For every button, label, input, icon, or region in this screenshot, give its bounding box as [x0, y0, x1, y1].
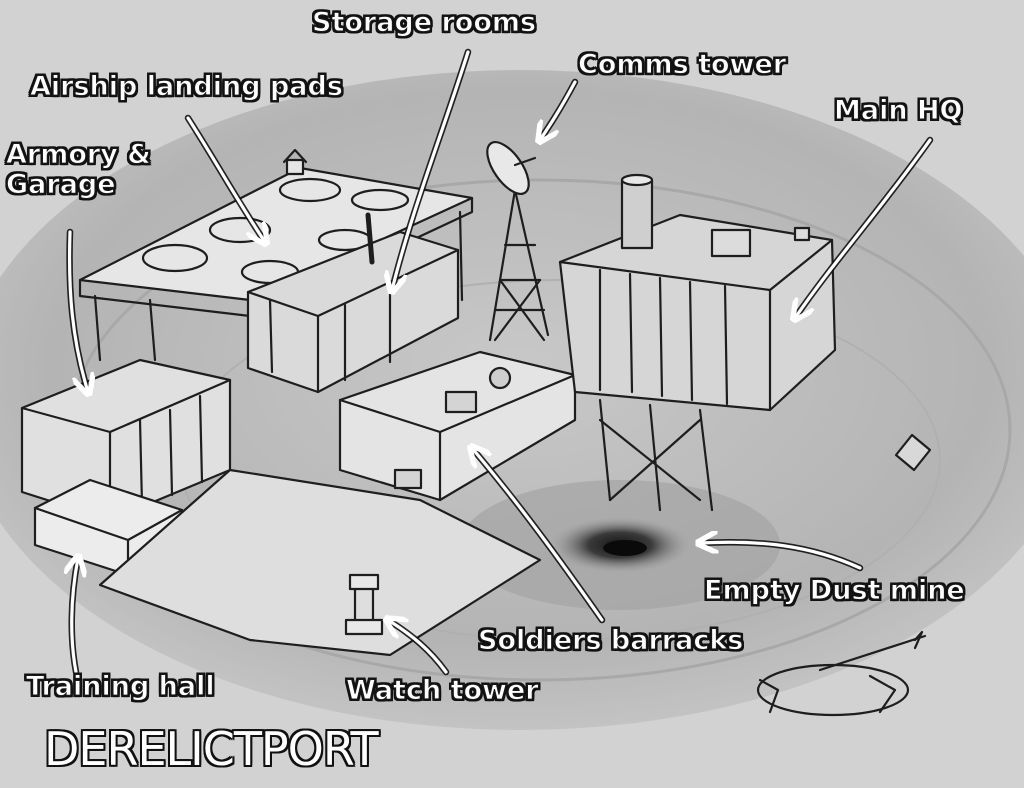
compass-rose — [756, 630, 927, 717]
label-storage-rooms: Storage rooms — [311, 7, 537, 38]
label-armory-line1: Armory & — [6, 139, 152, 170]
arrow-soldiers-barracks — [472, 448, 604, 622]
label-main-hq: Main HQ — [834, 95, 964, 126]
arrow-training-hall — [72, 558, 78, 674]
small-hut — [894, 433, 932, 472]
label-armory-garage: Armory & Garage — [6, 139, 186, 200]
arrow-armory-garage — [67, 230, 88, 392]
dust-mine-crater — [460, 480, 780, 610]
label-watch-tower: Watch tower — [346, 675, 540, 706]
arrow-main-hq — [795, 138, 932, 318]
label-armory-line2: Garage — [6, 169, 117, 200]
arrow-empty-dust-mine — [700, 542, 862, 570]
map-title: DERELICTPORT — [44, 722, 379, 776]
label-soldiers-barracks: Soldiers barracks — [477, 625, 744, 656]
arrow-comms-tower — [540, 80, 577, 140]
arrow-watch-tower — [388, 620, 448, 674]
courtyard-platform — [98, 468, 542, 657]
label-empty-dust-mine: Empty Dust mine — [704, 575, 966, 606]
comms-tower — [486, 141, 550, 342]
arrow-airship-landing-pads — [186, 116, 265, 242]
watch-tower — [344, 573, 384, 636]
label-comms-tower: Comms tower — [577, 49, 787, 80]
soldiers-barracks — [338, 350, 577, 502]
arrow-storage-rooms — [392, 50, 470, 290]
main-hq — [558, 173, 837, 512]
label-airship-landing-pads: Airship landing pads — [30, 71, 344, 102]
label-training-hall: Training hall — [26, 671, 216, 702]
